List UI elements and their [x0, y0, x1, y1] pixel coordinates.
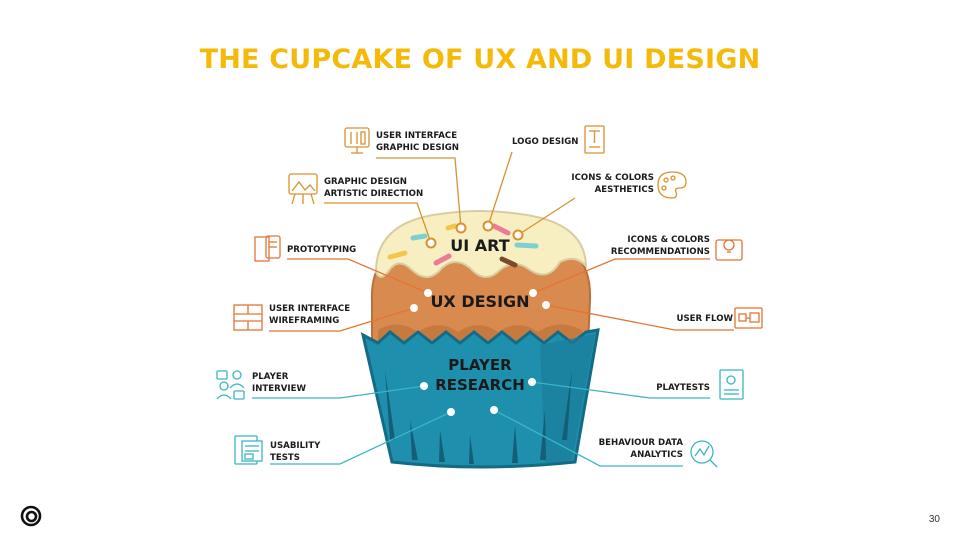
analytics-magnifier-icon: [690, 440, 718, 468]
label-text-line: USER INTERFACE: [376, 131, 458, 141]
label-text-line: PLAYTESTS: [656, 383, 710, 393]
usability-form-icon: [234, 435, 263, 465]
label-text-line: BEHAVIOUR DATA: [598, 438, 683, 448]
monitor-tools-icon: [344, 127, 370, 154]
label-text-line: PLAYER: [252, 372, 289, 382]
document-text-icon: [584, 125, 605, 154]
layer-player-research: PLAYER RESEARCH: [420, 355, 540, 395]
label-text-line: LOGO DESIGN: [512, 137, 579, 147]
label-text-line: ANALYTICS: [630, 450, 683, 460]
wireframe-icon: [233, 304, 263, 331]
label-text-line: ARTISTIC DIRECTION: [324, 189, 424, 199]
line-recommendations: [532, 258, 710, 294]
connector-dots: [410, 220, 550, 416]
label-logo-design: LOGO DESIGN: [512, 136, 578, 148]
line-logo: [487, 151, 513, 227]
label-text-line: GRAPHIC DESIGN: [376, 143, 459, 153]
label-user-flow: USER FLOW: [677, 313, 733, 325]
layer-ux-design: UX DESIGN: [430, 292, 530, 311]
label-text-line: WIREFRAMING: [269, 316, 340, 326]
palette-icon: [657, 171, 687, 199]
label-text-line: USER INTERFACE: [269, 304, 351, 314]
user-flow-icon: [734, 307, 763, 329]
prototype-blueprint-icon: [254, 235, 281, 262]
line-user-flow: [545, 304, 734, 331]
line-interview: [252, 385, 425, 399]
label-text-line: PROTOTYPING: [287, 245, 357, 255]
label-text-line: INTERVIEW: [252, 384, 306, 394]
slide-title: THE CUPCAKE OF UX AND UI DESIGN: [199, 44, 761, 75]
layer-ui-art: UI ART: [450, 236, 510, 255]
label-behaviour-data: BEHAVIOUR DATA ANALYTICS: [599, 437, 683, 461]
page-number: 30: [928, 514, 940, 525]
line-prototyping: [287, 258, 429, 294]
layer-player-research-line1: PLAYER: [448, 356, 512, 374]
line-behaviour: [493, 409, 683, 467]
label-text-line: ICONS & COLORS: [627, 235, 710, 245]
interview-people-icon: [216, 370, 245, 400]
line-icons-aesthetics: [517, 197, 576, 236]
line-usability: [270, 411, 452, 465]
label-text-line: ICONS & COLORS: [571, 173, 654, 183]
label-graphic-design-artistic: GRAPHIC DESIGN ARTISTIC DIRECTION: [324, 176, 423, 200]
line-artistic: [324, 202, 432, 244]
cup-wrapper: [360, 328, 600, 469]
sprinkles: [387, 223, 539, 268]
label-ui-wireframing: USER INTERFACE WIREFRAMING: [269, 303, 350, 327]
brand-logo: [20, 505, 42, 527]
layer-player-research-line2: RESEARCH: [435, 376, 525, 394]
label-playtests: PLAYTESTS: [656, 382, 710, 394]
label-text-line: AESTHETICS: [594, 185, 654, 195]
line-wireframing: [269, 307, 415, 332]
label-icons-colors-aesthetics: ICONS & COLORS AESTHETICS: [571, 172, 654, 196]
label-ui-graphic-design: USER INTERFACE GRAPHIC DESIGN: [376, 130, 459, 154]
label-icons-colors-recommendations: ICONS & COLORS RECOMMENDATIONS: [611, 234, 710, 258]
label-text-line: RECOMMENDATIONS: [610, 247, 710, 257]
line-playtests: [531, 381, 710, 399]
label-text-line: GRAPHIC DESIGN: [324, 177, 407, 187]
frosting-layer: [374, 210, 588, 278]
label-text-line: TESTS: [270, 453, 300, 463]
easel-painting-icon: [288, 173, 318, 205]
lightbulb-screen-icon: [715, 239, 743, 261]
label-text-line: USER FLOW: [676, 314, 733, 324]
label-player-interview: PLAYER INTERVIEW: [252, 371, 306, 395]
playtest-report-icon: [719, 369, 744, 400]
line-ui-graphic: [376, 157, 462, 229]
label-prototyping: PROTOTYPING: [287, 244, 356, 256]
label-usability-tests: USABILITY TESTS: [270, 440, 320, 464]
label-text-line: USABILITY: [270, 441, 321, 451]
